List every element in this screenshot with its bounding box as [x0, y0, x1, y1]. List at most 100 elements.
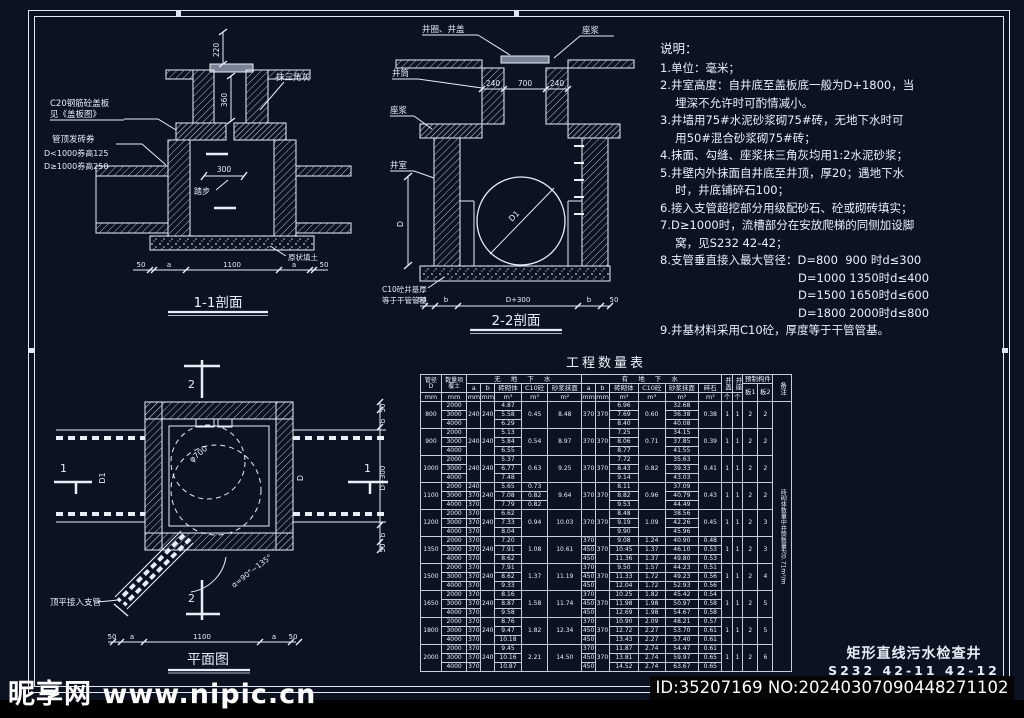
- qty-cell: 2.74: [637, 662, 666, 672]
- label-cover-slab: C20钢筋砼盖板: [50, 98, 110, 109]
- title-block: 矩形直线污水检查井 S232 42-11 42-12: [820, 643, 1008, 678]
- qty-cell: 2: [742, 617, 759, 645]
- qty-cell: 35.63: [664, 455, 700, 465]
- label-branch-pipe: 顶平接入支管: [50, 597, 101, 608]
- qty-cell: 3000: [440, 545, 468, 555]
- qty-cell: 4000: [440, 662, 468, 672]
- qty-cell: 0.54: [698, 590, 723, 600]
- unit-m2: m²: [664, 392, 700, 402]
- qty-cell: 9.64: [547, 482, 583, 510]
- header-well-cover: 井盖: [721, 374, 733, 393]
- qty-cell: 4000: [440, 419, 468, 429]
- qty-cell: 8.06: [608, 437, 639, 447]
- label-base-equal: 等于干管管基: [382, 295, 427, 305]
- qty-cell: 1.82: [637, 590, 666, 600]
- qty-cell: 0.45: [520, 401, 549, 429]
- qty-cell: 3: [757, 509, 774, 537]
- qty-cell: 8.76: [494, 617, 522, 627]
- qty-cell: 0.94: [520, 509, 549, 537]
- qty-cell: 3000: [440, 599, 468, 609]
- qty-cell: 800: [420, 401, 442, 429]
- qty-cell: 9.19: [608, 518, 639, 528]
- qty-cell: 3000: [440, 437, 468, 447]
- qty-cell: 8.48: [547, 401, 583, 429]
- notes-block: 说明： 1.单位：毫米；2.井室高度：自井底至盖板底一般为D+1800，当 埋深…: [660, 40, 1012, 340]
- qty-cell: 2000: [440, 644, 468, 654]
- dim: a: [130, 633, 134, 641]
- qty-cell: 370: [595, 482, 610, 510]
- qty-cell: 240: [466, 482, 482, 492]
- header-slab1: 板1: [742, 383, 759, 402]
- qty-cell: 370: [466, 581, 482, 591]
- qty-cell: 54.67: [664, 608, 700, 618]
- qty-cell: 7.08: [494, 491, 522, 501]
- qty-cell: 54.47: [664, 644, 700, 654]
- qty-cell: 6.62: [494, 509, 522, 519]
- note-line: 6.接入支管超挖部分用级配砂石、砼或砌砖填实；: [660, 200, 913, 215]
- dim: a: [167, 261, 171, 269]
- qty-cell: 1: [721, 617, 733, 645]
- qty-cell: 5.58: [494, 410, 522, 420]
- dim: 50: [379, 544, 387, 553]
- qty-cell: 370: [581, 428, 597, 456]
- qty-cell: 12.04: [608, 581, 639, 591]
- qty-cell: 34.15: [664, 428, 700, 438]
- qty-cell: 370: [595, 401, 610, 429]
- qty-cell: 2.09: [637, 617, 666, 627]
- qty-cell: 370: [466, 626, 482, 636]
- qty-cell: 6.55: [494, 446, 522, 456]
- qty-cell: 10.03: [547, 509, 583, 537]
- qty-cell: 0.65: [698, 653, 723, 663]
- qty-cell: 9.58: [494, 608, 522, 618]
- qty-cell: 4000: [440, 500, 468, 510]
- unit-m3: m³: [494, 392, 522, 402]
- qty-cell: 0.57: [698, 617, 723, 627]
- qty-cell: 1: [721, 563, 733, 591]
- qty-cell: 1: [721, 482, 733, 510]
- qty-cell: 370: [581, 563, 597, 573]
- dim-width-300: 300: [217, 165, 232, 174]
- dim-right-pipe-d: D: [296, 475, 305, 481]
- qty-cell: 1000: [420, 455, 442, 483]
- quantity-table-title: 工程数量表: [565, 356, 646, 371]
- section-mark-1-right: 1: [364, 462, 371, 475]
- qty-cell: 1: [721, 401, 733, 429]
- qty-cell: 370: [581, 644, 597, 654]
- header-c10: C10砼: [520, 383, 549, 393]
- qty-cell: 3000: [440, 464, 468, 474]
- qty-cell: 9.33: [494, 581, 522, 591]
- qty-cell: 8.48: [608, 509, 639, 519]
- table-remark: 砖砌体数量中井筒数量为0.71m³/m: [772, 401, 792, 672]
- qty-cell: 1.09: [637, 509, 666, 537]
- qty-cell: 5.65: [494, 482, 522, 492]
- qty-cell: 240: [480, 401, 496, 429]
- qty-cell: 45.96: [664, 527, 700, 537]
- qty-cell: 7.20: [494, 536, 522, 546]
- qty-cell: 8.77: [608, 446, 639, 456]
- qty-cell: 0.58: [698, 599, 723, 609]
- qty-cell: 370: [595, 617, 610, 645]
- qty-cell: 5.84: [494, 437, 522, 447]
- header-precast: 预制构件: [742, 374, 774, 384]
- frame-mark: [1002, 348, 1008, 353]
- qty-cell: 370: [466, 527, 482, 537]
- qty-cell: 8.97: [547, 428, 583, 456]
- label-soil: 原状填土: [288, 252, 318, 262]
- dim: 50: [610, 296, 619, 304]
- section-1-1-title: 1-1剖面: [193, 295, 242, 311]
- note-line: 5.井壁内外抹面自井底至井顶，厚20；遇地下水: [660, 165, 905, 180]
- qty-cell: 1: [731, 644, 744, 672]
- qty-cell: 450: [581, 626, 597, 636]
- dim: 50: [320, 261, 329, 269]
- unit-mm: mm: [440, 392, 468, 402]
- note-line: 用50#混合砂浆砌75#砖；: [660, 130, 816, 145]
- qty-cell: 1: [731, 428, 744, 456]
- qty-cell: 370: [581, 590, 597, 600]
- section-mark-2-top: 2: [188, 378, 195, 391]
- qty-cell: 1100: [420, 482, 442, 510]
